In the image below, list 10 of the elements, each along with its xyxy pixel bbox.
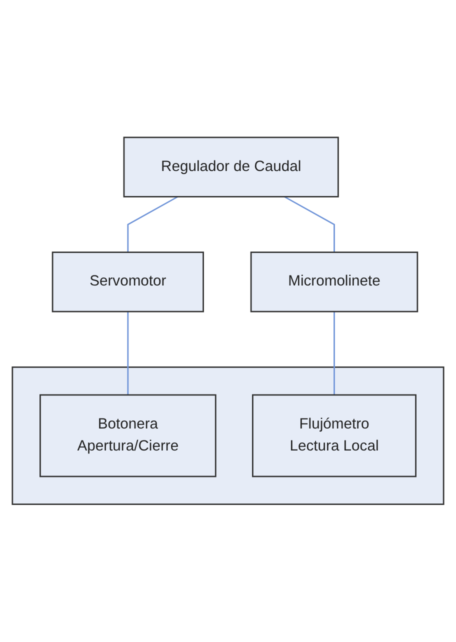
node-box: Regulador de Caudal: [123, 136, 339, 198]
connector: [127, 196, 178, 252]
cluster: [12, 366, 444, 506]
connector: [127, 312, 129, 396]
node-box: Micromolinete: [250, 252, 418, 312]
node-box: Botonera Apertura/Cierre: [40, 394, 216, 478]
connector: [334, 312, 335, 396]
node-box: Servomotor: [52, 252, 204, 312]
connector: [284, 196, 335, 252]
node-box: Flujómetro Lectura Local: [252, 394, 416, 478]
